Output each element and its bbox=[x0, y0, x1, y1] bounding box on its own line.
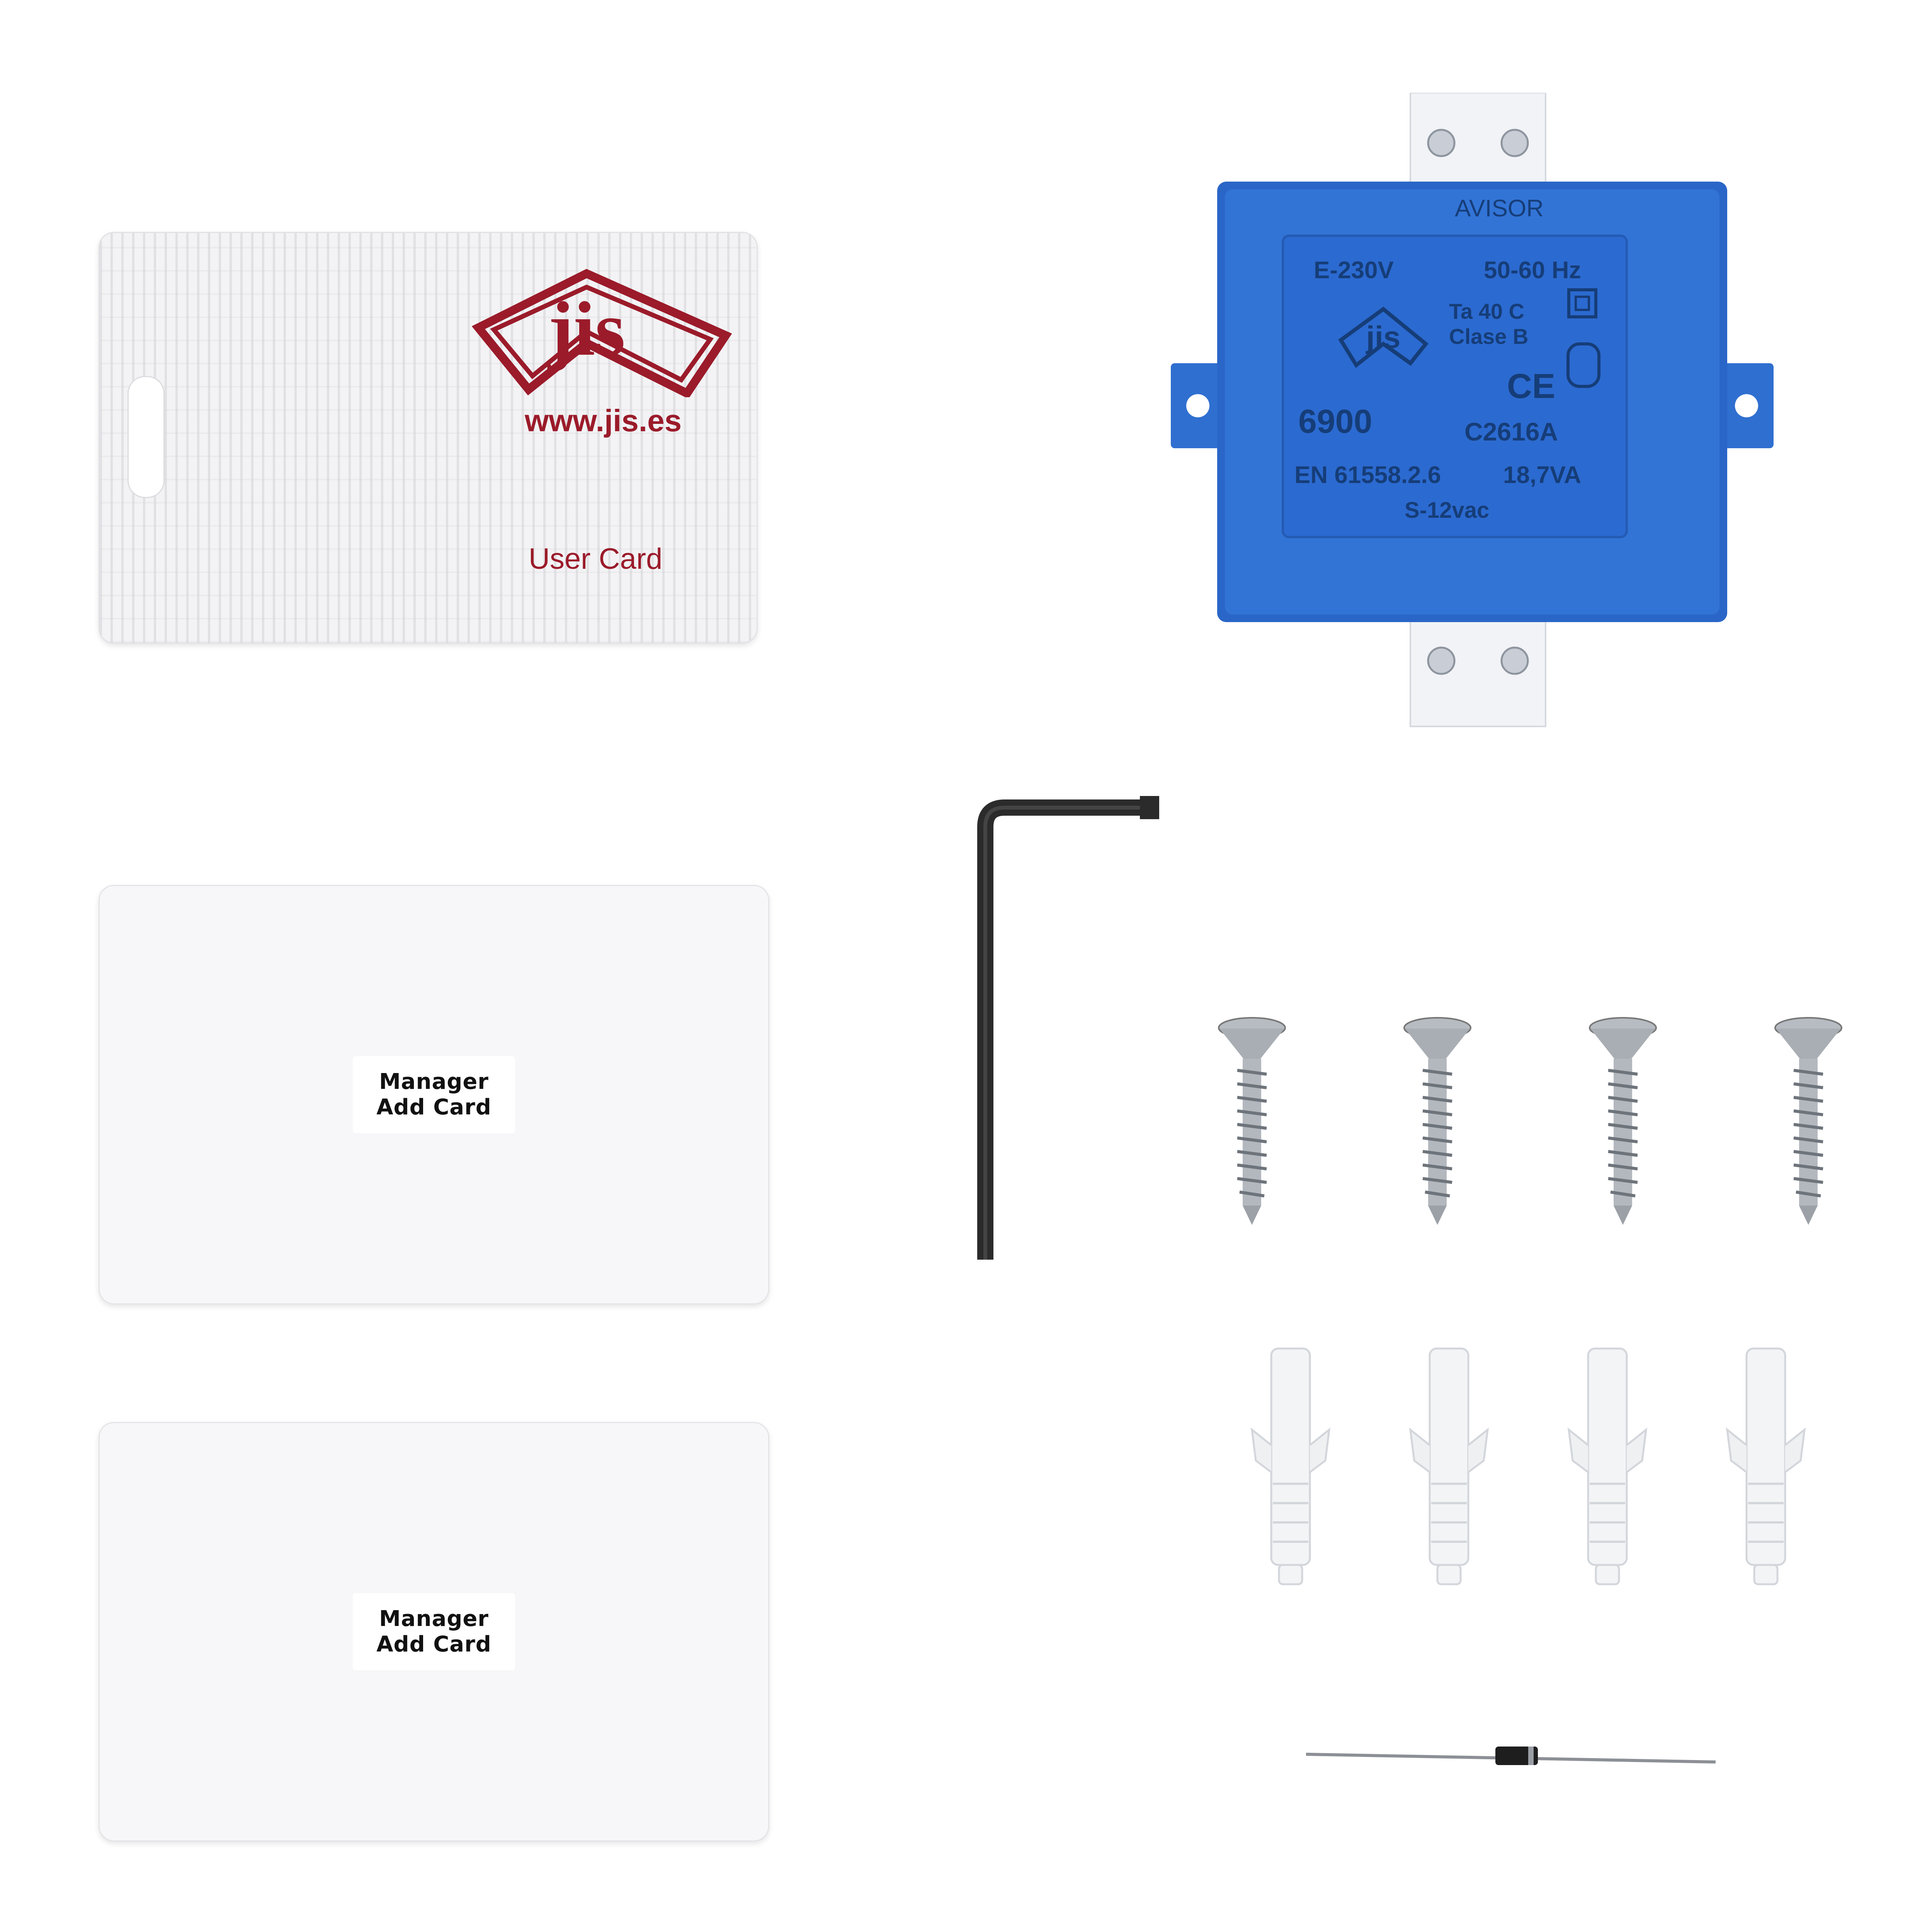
jis-logo: jis bbox=[471, 269, 732, 397]
transformer-logo-text: jis bbox=[1366, 320, 1401, 354]
ce-mark: CE bbox=[1507, 367, 1555, 406]
insulation-class: Clase B bbox=[1449, 324, 1528, 349]
wall-plug bbox=[1567, 1347, 1648, 1585]
screw bbox=[1589, 1017, 1657, 1225]
torx-key bbox=[977, 796, 1159, 1260]
card-url: www.jis.es bbox=[525, 403, 682, 438]
ambient-temp: Ta 40 C bbox=[1449, 299, 1524, 323]
screw bbox=[1774, 1017, 1842, 1225]
manager-card: Manager Add Card bbox=[99, 885, 769, 1304]
input-voltage: E-230V bbox=[1314, 257, 1394, 284]
sticker-line-2: Add Card bbox=[376, 1095, 492, 1120]
transformer-brand: AVISOR bbox=[1455, 195, 1544, 222]
sticker-line-1: Manager bbox=[379, 1069, 489, 1094]
sticker-line-1: Manager bbox=[379, 1606, 489, 1631]
transformer: AVISOR E-230V 50-60 Hz jis Ta 40 C Clase… bbox=[1171, 93, 1774, 727]
wall-plug bbox=[1250, 1347, 1331, 1585]
part-code: C2616A bbox=[1464, 417, 1558, 446]
screw bbox=[1403, 1017, 1471, 1225]
card-lanyard-slot bbox=[128, 376, 165, 498]
power-rating: 18,7VA bbox=[1503, 462, 1581, 488]
user-card: jis www.jis.es User Card bbox=[99, 232, 758, 644]
manager-card-sticker: Manager Add Card bbox=[353, 1056, 515, 1133]
standard: EN 61558.2.6 bbox=[1294, 462, 1441, 488]
output-voltage: S-12vac bbox=[1405, 498, 1489, 523]
manager-card-sticker: Manager Add Card bbox=[353, 1593, 515, 1670]
screw bbox=[1218, 1017, 1286, 1225]
sticker-line-2: Add Card bbox=[376, 1632, 492, 1657]
frequency: 50-60 Hz bbox=[1484, 257, 1581, 284]
manager-card: Manager Add Card bbox=[99, 1422, 769, 1842]
wall-plug bbox=[1726, 1347, 1806, 1585]
card-label: User Card bbox=[529, 543, 663, 575]
model-number: 6900 bbox=[1298, 403, 1372, 440]
diode bbox=[1306, 1747, 1716, 1765]
wall-plug bbox=[1409, 1347, 1489, 1585]
jis-logo-text: jis bbox=[547, 286, 625, 372]
